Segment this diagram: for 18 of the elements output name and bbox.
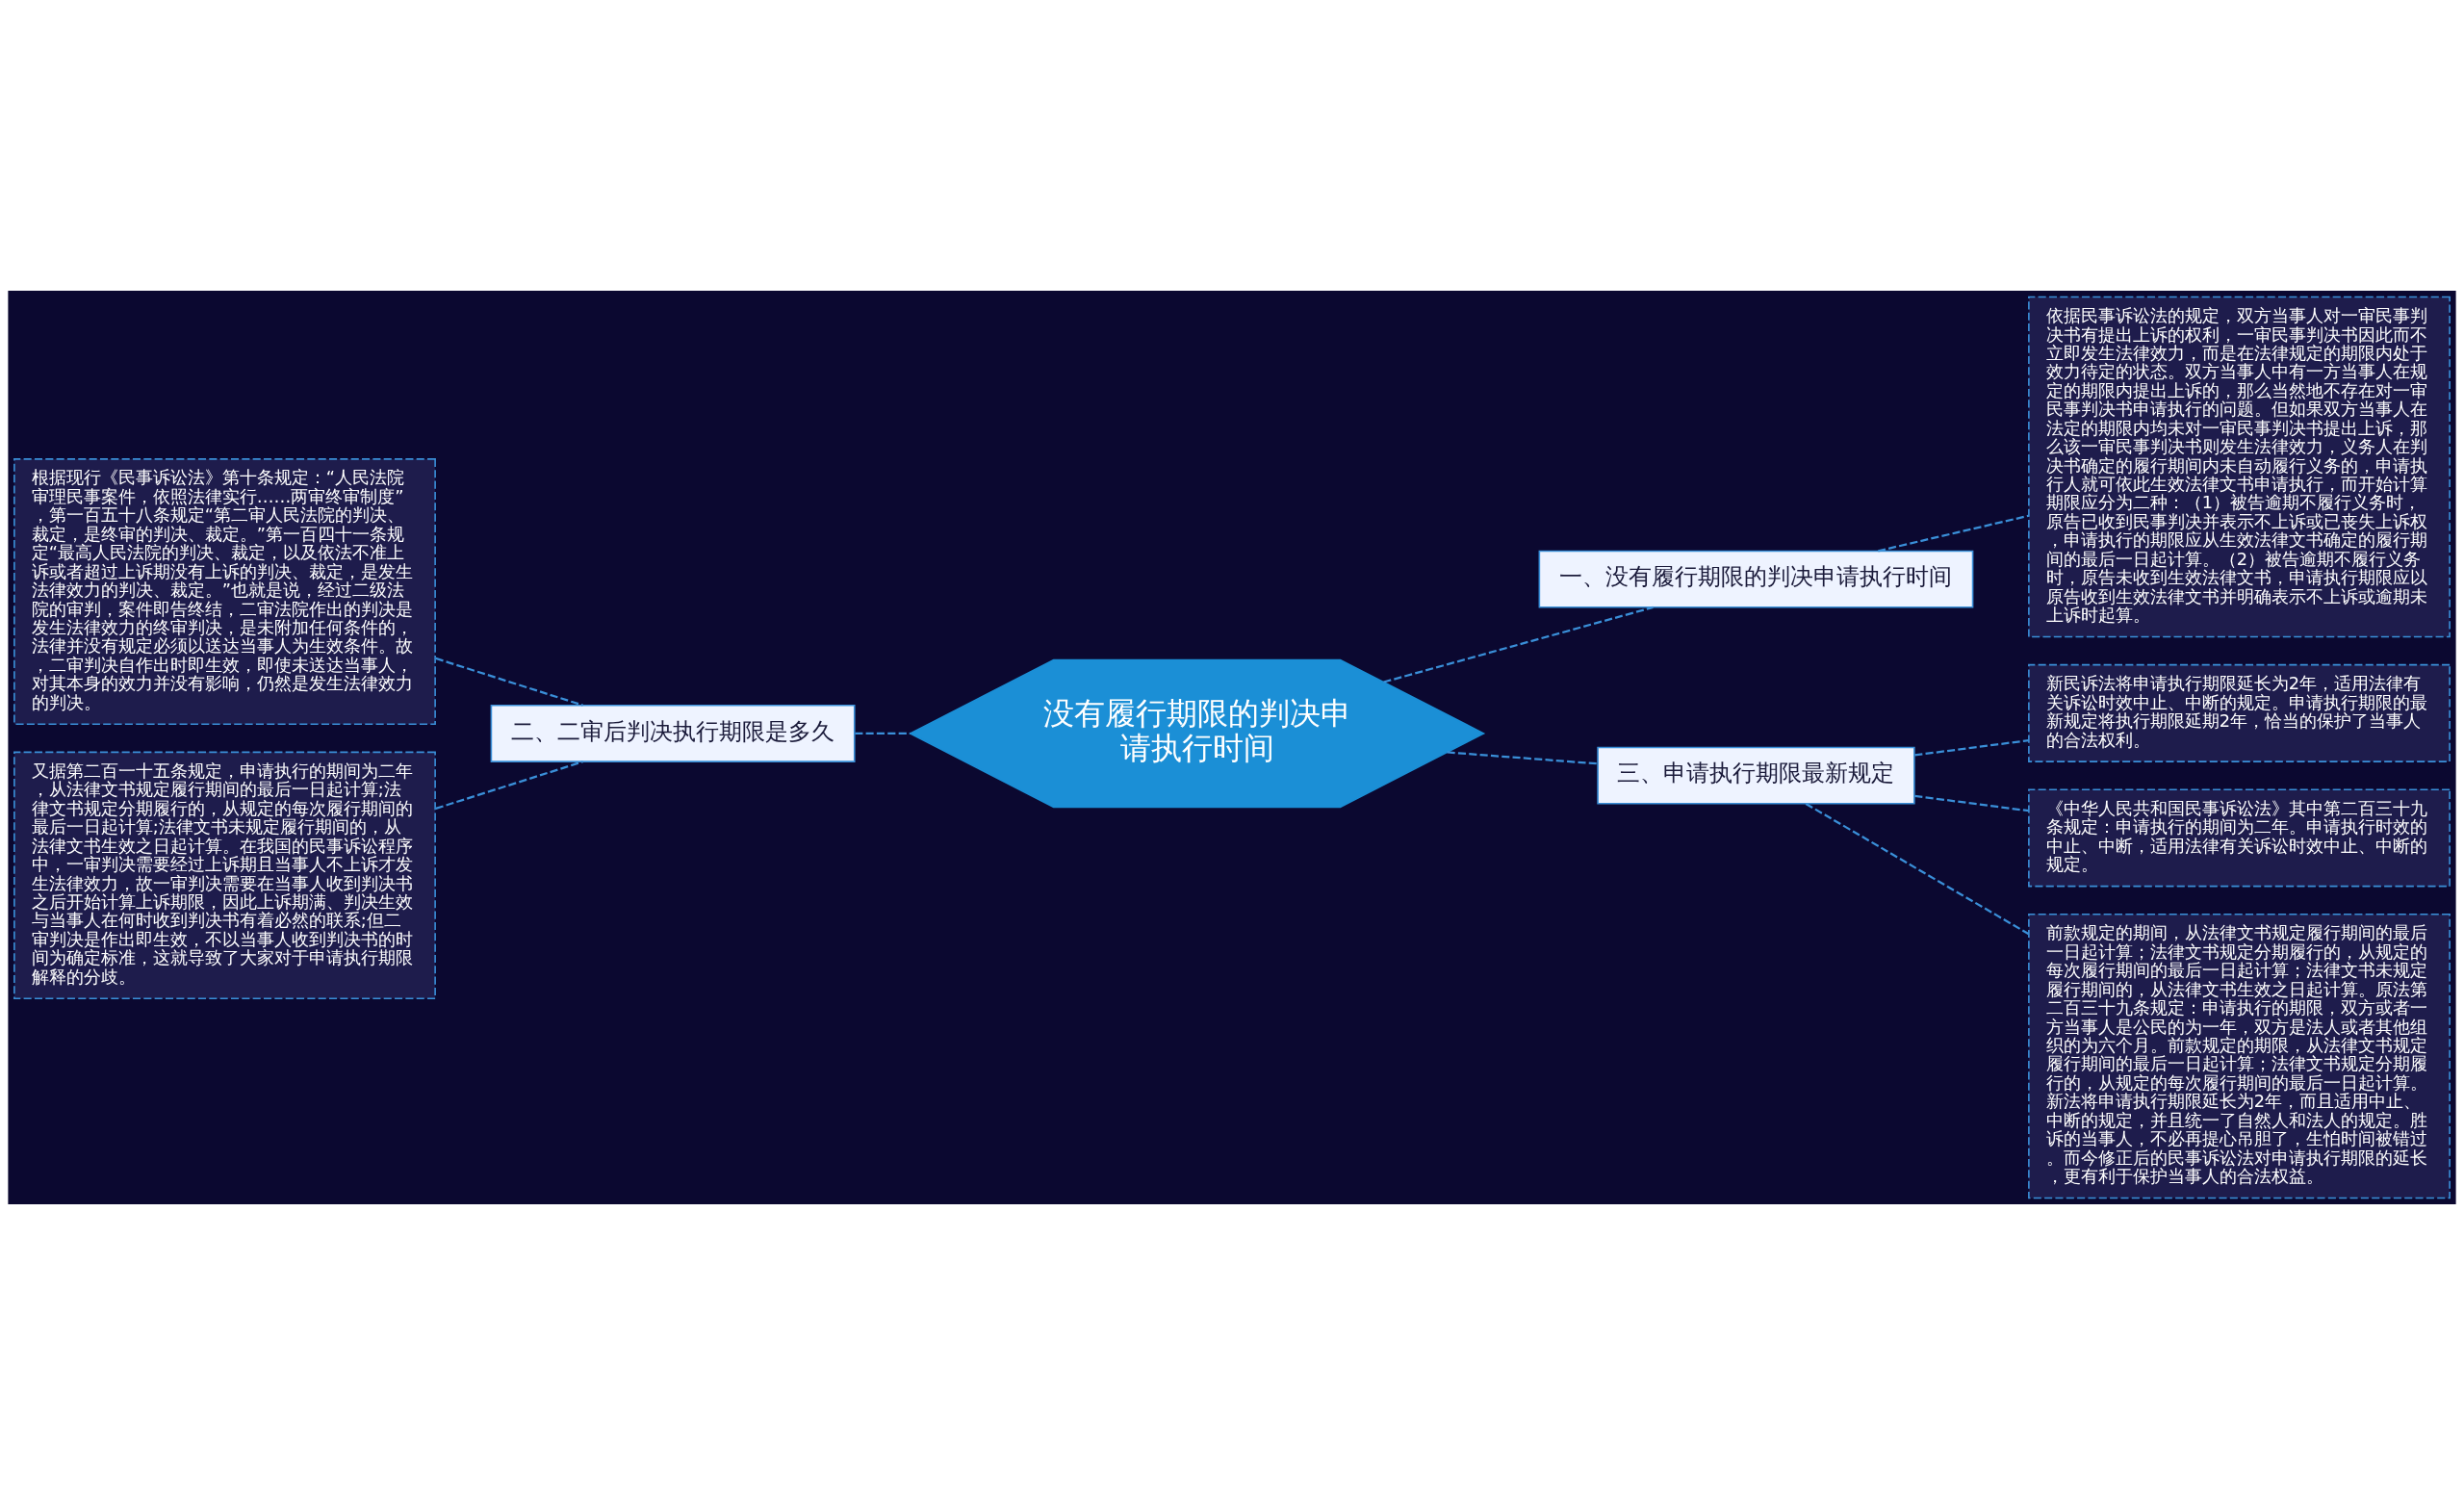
connector bbox=[1447, 751, 1599, 765]
connector bbox=[1878, 514, 2030, 553]
node-box: 根据现行《民事诉讼法》第十条规定：“人民法院审理民事案件，依照法律实行……两审终审制度”，第一百五十八条规定“第二审人民法院的判决、裁定，是终审的判决、裁定。”第一百四十一条规定“最高人民法院的判决、裁定，以及依法不准上诉或者超过上诉期没有上诉的判决、裁定，是发生法律效力的判决、裁定。”也就是说，经过二级法院的审判，案件即告终结，二审法院作出的判决是发生法律效力的终审判决，是未附加任何条件的，法律并没有规定必须以送达当事人为生效条件。故，二审判决自作出时即生效，即使未送达当事人，对其本身的效力并没有影响，仍然是发生法律效力的判决。 bbox=[13, 458, 436, 725]
node-box: 又据第二百一十五条规定，申请执行的期间为二年，从法律文书规定履行期间的最后一日起计算;法律文书规定分期履行的，从规定的每次履行期间的最后一日起计算;法律文书未规定履行期间的，从法律文书生效之日起计算。在我国的民事诉讼程序中，一审判决需要经过上诉期且当事人不上诉才发生法律效力，故一审判决需要在当事人收到判决书之后开始计算上诉期限，因此上诉期满、判决生效与当事人在何时收到判决书有着必然的联系;但二审判决是作出即生效，不以当事人收到判决书的时间为确定标准，这就导致了大家对于申请执行期限解释的分歧。 bbox=[13, 751, 436, 1000]
connector bbox=[435, 657, 583, 707]
connector bbox=[1914, 738, 2029, 757]
node-box: 依据民事诉讼法的规定，双方当事人对一审民事判决书有提出上诉的权利，一审民事判决书因此而不立即发生法律效力，而是在法律规定的期限内处于效力待定的状态。双方当事人中有一方当事人在规定的期限内提出上诉的，那么当然地不存在对一审民事判决书申请执行的问题。但如果双方当事人在法定的期限内均未对一审民事判决书提出上诉，那么该一审民事判决书则发生法律效力，义务人在判决书确定的履行期间内未自动履行义务的，申请执行人就可依此生效法律文书申请执行，而开始计算期限应分为二种：（1）被告逾期不履行义务时，原告已收到民事判决并表示不上诉或已丧失上诉权，申请执行的期限应从生效法律文书确定的履行期间的最后一日起计算。（2）被告逾期不履行义务时，原告未收到生效法律文书，申请执行期限应以原告收到生效法律文书并明确表示不上诉或逾期未上诉时起算。 bbox=[2028, 296, 2451, 638]
connector bbox=[1805, 802, 2030, 936]
connector bbox=[435, 760, 583, 810]
connector bbox=[855, 732, 911, 735]
connector bbox=[1914, 794, 2029, 812]
node-box: 新民诉法将申请执行期限延长为2年，适用法律有关诉讼时效中止、中断的规定。申请执行期限的最新规定将执行期限延期2年，恰当的保护了当事人的合法权利。 bbox=[2028, 663, 2451, 762]
node-box: 前款规定的期间，从法律文书规定履行期间的最后一日起计算；法律文书规定分期履行的，从规定的每次履行期间的最后一日起计算；法律文书未规定履行期间的，从法律文书生效之日起计算。原法第二百三十九条规定：申请执行的期限，双方或者一方当事人是公民的为一年，双方是法人或者其他组织的为六个月。前款规定的期限，从法律文书规定履行期间的最后一日起计算；法律文书规定分期履行的，从规定的每次履行期间的最后一日起计算。新法将申请执行期限延长为2年，而且适用中止、中断的规定，并且统一了自然人和法人的规定。胜诉的当事人，不必再提心吊胆了，生怕时间被错过。而今修正后的民事诉讼法对申请执行期限的延长，更有利于保护当事人的合法权益。 bbox=[2028, 913, 2451, 1199]
node-box: 二、二审后判决执行期限是多久 bbox=[490, 704, 856, 762]
node-box: 一、没有履行期限的判决申请执行时间 bbox=[1538, 550, 1974, 608]
connector bbox=[1383, 606, 1654, 683]
node-box: 三、申请执行期限最新规定 bbox=[1597, 746, 1915, 805]
node-box: 《中华人民共和国民事诉讼法》其中第二百三十九条规定：申请执行的期间为二年。申请执行时效的中止、中断，适用法律有关诉讼时效中止、中断的规定。 bbox=[2028, 788, 2451, 888]
